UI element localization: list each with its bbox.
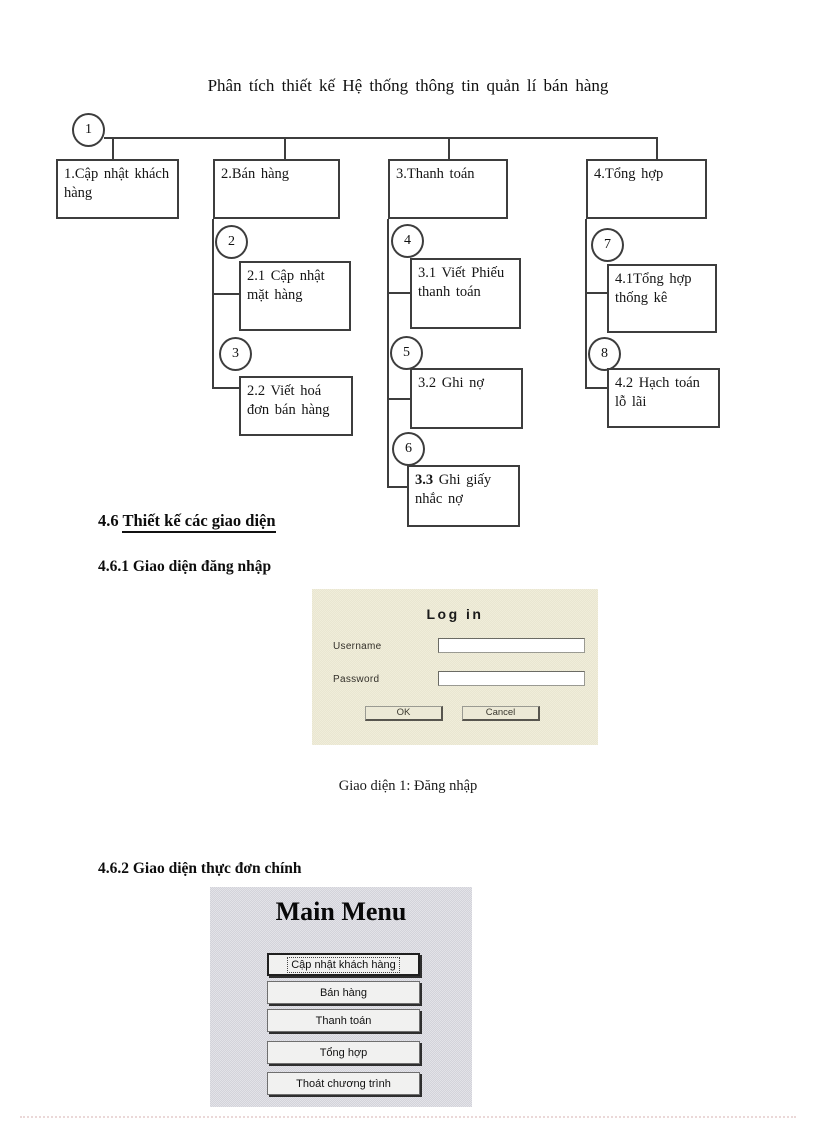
username-label: Username <box>333 641 382 652</box>
node-number: 1 <box>85 122 92 137</box>
diagram-node-2: 2 <box>215 225 248 259</box>
connector-spine-2 <box>212 219 214 389</box>
diagram-box-cap-nhat-khach-hang: 1.Cập nhật khách hàng <box>56 159 179 219</box>
password-field[interactable] <box>438 671 585 686</box>
diagram-box-ghi-giay-nhac-no: 3.3 Ghi giấy nhắc nợ <box>407 465 520 527</box>
connector-drop-3 <box>448 138 450 160</box>
menu-button-cap-nhat-khach-hang[interactable]: Cập nhật khách hàng <box>267 953 420 976</box>
heading-text-underlined: Thiết kế các giao diện <box>122 511 276 533</box>
node-number: 2 <box>228 234 235 249</box>
connector-tick-32 <box>387 398 410 400</box>
node-number: 7 <box>604 237 611 252</box>
menu-button-label: Thoát chương trình <box>296 1077 391 1090</box>
diagram-box-tong-hop: 4.Tổng hợp <box>586 159 707 219</box>
username-field[interactable] <box>438 638 585 653</box>
connector-drop-1 <box>112 138 114 160</box>
menu-button-ban-hang[interactable]: Bán hàng <box>267 981 420 1004</box>
menu-button-thoat-chuong-trinh[interactable]: Thoát chương trình <box>267 1072 420 1095</box>
diagram-box-ban-hang: 2.Bán hàng <box>213 159 340 219</box>
diagram-node-3: 3 <box>219 337 252 371</box>
cancel-button[interactable]: Cancel <box>462 706 540 721</box>
main-menu-panel: Main Menu Cập nhật khách hàng Bán hàng T… <box>210 887 472 1107</box>
login-dialog: Log in Username Password OK Cancel <box>312 589 598 745</box>
login-dialog-title: Log in <box>426 606 484 622</box>
main-menu-title: Main Menu <box>275 897 407 926</box>
diagram-node-4: 4 <box>391 224 424 258</box>
diagram-node-8: 8 <box>588 337 621 371</box>
connector-top-line <box>104 137 658 139</box>
login-figure-caption: Giao diện 1: Đăng nhập <box>338 778 478 794</box>
diagram-box-cap-nhat-mat-hang: 2.1 Cập nhật mặt hàng <box>239 261 351 331</box>
connector-spine-4 <box>585 219 587 389</box>
menu-button-thanh-toan[interactable]: Thanh toán <box>267 1009 420 1032</box>
heading-4-6-1: 4.6.1 Giao diện đăng nhập <box>98 558 272 575</box>
heading-4-6-2: 4.6.2 Giao diện thực đơn chính <box>98 860 302 877</box>
diagram-node-6: 6 <box>392 432 425 466</box>
diagram-node-7: 7 <box>591 228 624 262</box>
connector-tick-21 <box>212 293 239 295</box>
connector-tick-41 <box>585 292 608 294</box>
node-number: 3 <box>232 346 239 361</box>
connector-tick-33 <box>387 486 407 488</box>
diagram-node-5: 5 <box>390 336 423 370</box>
document-title: Phân tích thiết kế Hệ thống thông tin qu… <box>207 76 609 95</box>
diagram-box-viet-phieu-thanh-toan: 3.1 Viết Phiếu thanh toán <box>410 258 521 329</box>
menu-button-label: Thanh toán <box>315 1014 372 1027</box>
box-number-bold: 3.3 <box>415 472 434 488</box>
connector-tick-22 <box>212 387 239 389</box>
heading-4-6: 4.6 Thiết kế các giao diện <box>98 511 276 533</box>
menu-button-label: Bán hàng <box>319 986 368 999</box>
diagram-box-tong-hop-thong-ke: 4.1Tổng hợp thống kê <box>607 264 717 333</box>
box-label: Ghi giấy nhắc nợ <box>415 472 492 508</box>
node-number: 5 <box>403 345 410 360</box>
node-number: 4 <box>404 233 411 248</box>
heading-number: 4.6 <box>98 511 119 530</box>
diagram-box-viet-hoa-don: 2.2 Viết hoá đơn bán hàng <box>239 376 353 436</box>
menu-button-label: Cập nhật khách hàng <box>287 956 400 973</box>
diagram-box-thanh-toan: 3.Thanh toán <box>388 159 508 219</box>
menu-button-tong-hop[interactable]: Tổng hợp <box>267 1041 420 1064</box>
connector-tick-42 <box>585 387 608 389</box>
connector-drop-2 <box>284 138 286 160</box>
connector-tick-31 <box>387 292 410 294</box>
diagram-node-1: 1 <box>72 113 105 147</box>
diagram-box-hach-toan-lo-lai: 4.2 Hạch toán lỗ lãi <box>607 368 720 428</box>
diagram-box-ghi-no: 3.2 Ghi nợ <box>410 368 523 429</box>
node-number: 6 <box>405 441 412 456</box>
password-label: Password <box>333 674 380 685</box>
page-bottom-dotted-rule <box>20 1116 796 1118</box>
menu-button-label: Tổng hợp <box>319 1046 368 1059</box>
connector-drop-4 <box>656 138 658 160</box>
ok-button[interactable]: OK <box>365 706 443 721</box>
node-number: 8 <box>601 346 608 361</box>
connector-spine-3 <box>387 219 389 487</box>
